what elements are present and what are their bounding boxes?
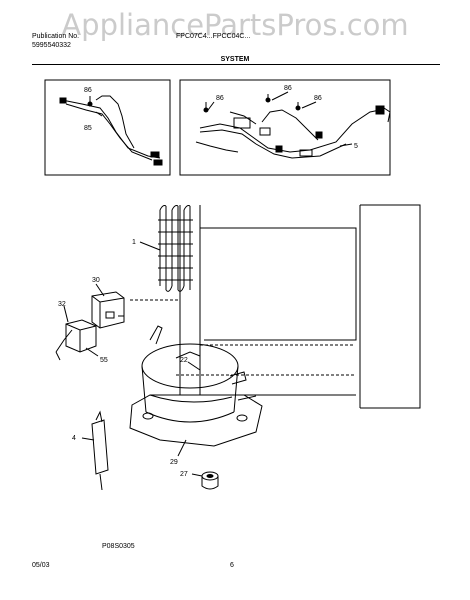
- callout-86d: 86: [314, 95, 322, 102]
- cabinet-outline: [130, 204, 421, 409]
- condenser-coil: [158, 205, 193, 292]
- leader-lines: [63, 91, 353, 477]
- callout-4: 4: [72, 435, 76, 442]
- publication-number: 5995540332: [32, 42, 71, 49]
- callout-86a: 86: [84, 87, 92, 94]
- wire-32: [55, 329, 73, 361]
- section-title: SYSTEM: [220, 56, 250, 63]
- inset-box-right: [179, 79, 391, 176]
- compressor-29: [129, 325, 263, 447]
- callout-30: 30: [92, 277, 100, 284]
- footer-date: 05/03: [32, 562, 50, 569]
- callout-1: 1: [132, 239, 136, 246]
- wire-harness-right: [195, 105, 391, 159]
- callout-55: 55: [100, 357, 108, 364]
- overload-55: [65, 319, 97, 353]
- callout-86b: 86: [216, 95, 224, 102]
- relay-30: [91, 291, 125, 329]
- screws-86: [87, 94, 301, 113]
- model-numbers: FPC07C4...FPCC04C...: [176, 33, 251, 40]
- grommet-27: [201, 471, 219, 490]
- callout-27: 27: [180, 471, 188, 478]
- callout-29: 29: [170, 459, 178, 466]
- publication-label: Publication No.: [32, 33, 80, 40]
- callout-85: 85: [84, 125, 92, 132]
- callout-86c: 86: [284, 85, 292, 92]
- callout-22: 22: [180, 357, 188, 364]
- page-number: 6: [230, 562, 234, 569]
- drier-4: [91, 410, 109, 491]
- diagram-reference: P08S0305: [102, 543, 135, 550]
- header-rule: [32, 64, 440, 65]
- callout-32: 32: [58, 301, 66, 308]
- inset-box-left: [44, 79, 171, 176]
- callout-5: 5: [354, 143, 358, 150]
- watermark: AppliancePartsPros.com: [61, 8, 409, 42]
- wire-harness-left: [59, 95, 163, 166]
